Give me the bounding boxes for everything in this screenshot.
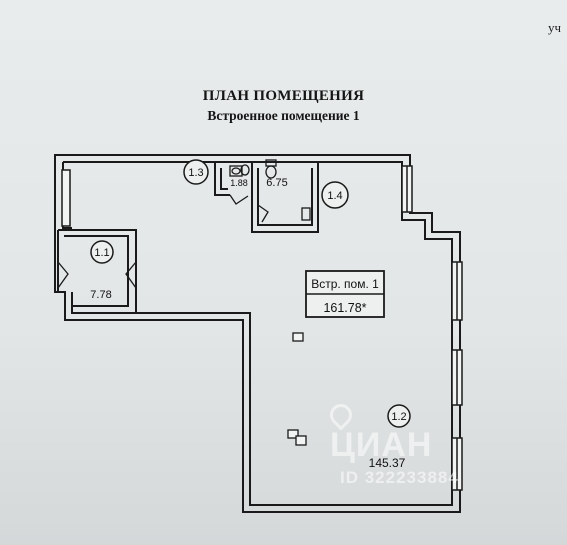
corner-text: уч <box>547 20 561 35</box>
fixtures <box>229 159 311 221</box>
plan-title: ПЛАН ПОМЕЩЕНИЯ <box>202 88 365 104</box>
room-1-4: 6.75 1.4 <box>266 177 349 209</box>
room-1-3-area: 1.88 <box>230 178 248 188</box>
plan-subtitle: Встроенное помещение 1 <box>207 108 360 123</box>
watermark: ЦИАН ID 322233884 <box>330 428 459 488</box>
room-1-4-id: 1.4 <box>327 190 342 202</box>
watermark-id: ID 322233884 <box>340 468 459 487</box>
room-1-2-id: 1.2 <box>391 411 406 423</box>
premise-box: Встр. пом. 1 161.78* <box>305 270 385 318</box>
wc-block-walls <box>214 162 319 233</box>
premise-name: Встр. пом. 1 <box>311 277 379 291</box>
room-1-1: 1.1 7.78 <box>90 240 114 301</box>
room-1-3-id: 1.3 <box>188 167 203 179</box>
watermark-brand: ЦИАН <box>330 426 433 464</box>
premise-area: 161.78* <box>323 301 366 315</box>
room-1-3: 1.3 1.88 <box>183 159 248 188</box>
room-1-1-area: 7.78 <box>90 289 111 301</box>
room-1-1-id: 1.1 <box>94 247 109 259</box>
windows <box>61 165 463 491</box>
columns <box>287 332 307 446</box>
room-1-2: 1.2 145.37 <box>369 404 411 470</box>
room-1-2-area: 145.37 <box>369 456 406 470</box>
room-1-1-walls <box>57 229 137 312</box>
room-1-4-area: 6.75 <box>266 177 287 189</box>
